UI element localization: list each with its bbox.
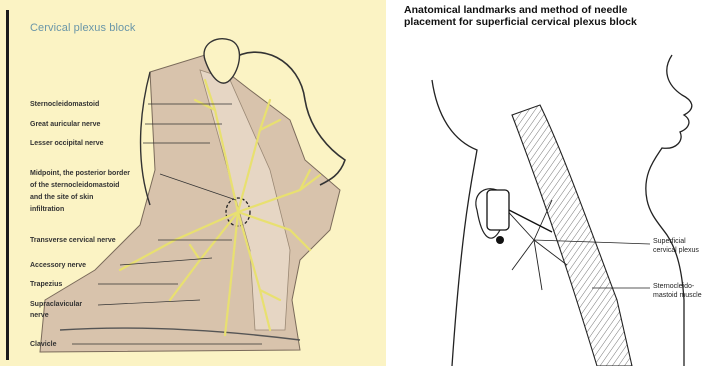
face-profile-outline [646,55,692,366]
label-clavicle: Clavicle [30,340,56,349]
right-panel-title: Anatomical landmarks and method of needl… [404,4,714,28]
label-lesser-occipital-nerve: Lesser occipital nerve [30,139,104,148]
label-supraclavicular-line-1: Supraclavicular [30,300,82,309]
label-midpoint-line-4: infiltration [30,205,64,214]
label-scm-line-1: Sternocleido- [653,283,702,292]
label-midpoint-line-2: of the sternocleidomastoid [30,181,119,190]
left-panel-title: Cervical plexus block [30,22,135,34]
right-panel-title-line-1: Anatomical landmarks and method of needl… [404,4,714,16]
label-trapezius: Trapezius [30,280,62,289]
label-accessory-nerve: Accessory nerve [30,261,86,270]
label-great-auricular-nerve: Great auricular nerve [30,120,100,129]
label-scm-line-2: mastoid muscle [653,292,702,301]
neck-back-outline [141,72,150,205]
label-sternocleidomastoid: Sternocleidomastoid [30,100,99,109]
label-transverse-cervical-nerve: Transverse cervical nerve [30,236,116,245]
right-panel-title-line-2: placement for superficial cervical plexu… [404,16,714,28]
label-superficial-line-2: cervical plexus [653,247,699,256]
injection-point [496,236,504,244]
label-midpoint-line-3: and the site of skin [30,193,93,202]
label-sternocleidomastoid-muscle: Sternocleido- mastoid muscle [653,283,702,300]
label-midpoint-line-1: Midpoint, the posterior border [30,169,130,178]
label-supraclavicular-line-2: nerve [30,311,49,320]
back-neck-outline [432,80,477,366]
cervical-plexus-illustration: Cervical plexus block Sternocleidomastoi… [0,0,386,366]
needle-placement-illustration: Anatomical landmarks and method of needl… [392,0,722,366]
needle-placement-drawing [392,0,722,366]
label-superficial-line-1: Superficial [653,238,699,247]
label-superficial-cervical-plexus: Superficial cervical plexus [653,238,699,255]
